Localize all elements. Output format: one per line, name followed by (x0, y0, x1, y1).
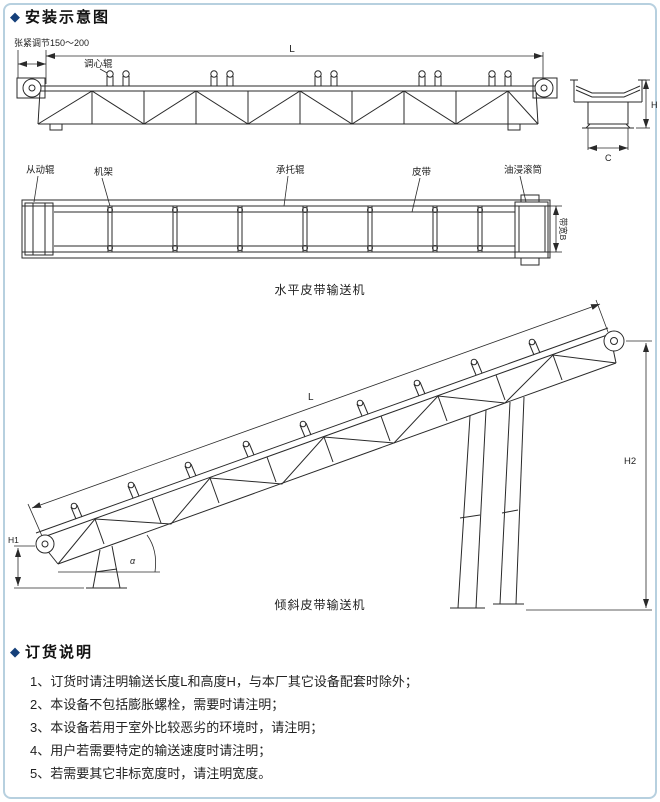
tension-dimension: 张紧调节150～200 (14, 38, 89, 78)
width-dimension: C (587, 128, 629, 163)
tail-pulley (16, 77, 46, 99)
order-note-1: 1、订货时请注明输送长度L和高度H，与本厂其它设备配套时除外； (30, 674, 418, 689)
horizontal-conveyor-caption: 水平皮带输送机 (274, 283, 366, 297)
support-legs (86, 396, 525, 609)
belt-width-label: 带宽B (558, 218, 568, 241)
order-notes-list: 1、订货时请注明输送长度L和高度H，与本厂其它设备配套时除外； 2、本设备不包括… (30, 670, 646, 785)
height1-label: H1 (8, 535, 19, 545)
incline-roller-brackets (70, 338, 541, 520)
order-note-2: 2、本设备不包括膨胀螺栓，需要时请注明； (30, 697, 285, 712)
side-view-drawing: 张紧调节150～200 L 调心辊 (14, 38, 558, 131)
end-view-drawing: H C (570, 79, 658, 163)
top-roller-brackets (106, 70, 512, 86)
length-dim-label: L (289, 44, 295, 55)
incline-tail-pulley (35, 534, 55, 554)
install-section-header: ◆ 安装示意图 (10, 6, 110, 27)
order-section-header: ◆ 订货说明 (10, 641, 93, 662)
tension-adjust-label: 张紧调节150～200 (14, 38, 89, 48)
head-pulley (532, 77, 558, 99)
section-diamond-icon: ◆ (10, 9, 20, 24)
height2-dimension: H2 (526, 340, 652, 611)
trough-section (570, 79, 646, 129)
belt-width-dimension: 带宽B (550, 205, 568, 253)
carrier-roller-label: 承托辊 (276, 164, 305, 176)
height-dim-label: H (651, 100, 658, 110)
inclined-conveyor-caption: 倾斜皮带输送机 (274, 598, 366, 612)
incline-length-label: L (308, 392, 314, 403)
conveyor-truss (24, 85, 552, 131)
incline-length-dimension: L (27, 299, 609, 537)
incline-angle-mark: α (58, 534, 160, 573)
order-note-3: 3、本设备若用于室外比较恶劣的环境时，请注明； (30, 720, 324, 735)
section-diamond-icon: ◆ (10, 644, 20, 659)
order-note-4: 4、用户若需要特定的输送速度时请注明； (30, 743, 272, 758)
length-dimension: L (45, 44, 544, 84)
incline-head-pulley (603, 330, 625, 352)
order-note-5: 5、若需要其它非标宽度时，请注明宽度。 (30, 766, 272, 781)
aligning-roller-label: 调心辊 (84, 58, 113, 70)
height2-label: H2 (624, 456, 636, 467)
frame-label: 机架 (94, 166, 114, 178)
incline-angle-label: α (130, 556, 136, 566)
install-section-title: 安装示意图 (25, 9, 111, 26)
width-dim-label: C (605, 153, 612, 163)
part-callouts: 从动辊 机架 承托辊 皮带 油浸滚筒 (26, 164, 542, 213)
plan-view-drawing: 从动辊 机架 承托辊 皮带 油浸滚筒 (21, 164, 568, 266)
height-dimension: H (636, 79, 658, 129)
order-section-title: 订货说明 (25, 644, 94, 661)
incline-truss (35, 327, 617, 565)
drive-drum-label: 油浸滚筒 (504, 164, 542, 176)
plan-body (21, 194, 551, 266)
belt-label: 皮带 (412, 166, 432, 178)
inclined-view-drawing: L (8, 299, 652, 611)
height1-dimension: H1 (8, 535, 84, 589)
driven-roller-label: 从动辊 (26, 164, 55, 176)
